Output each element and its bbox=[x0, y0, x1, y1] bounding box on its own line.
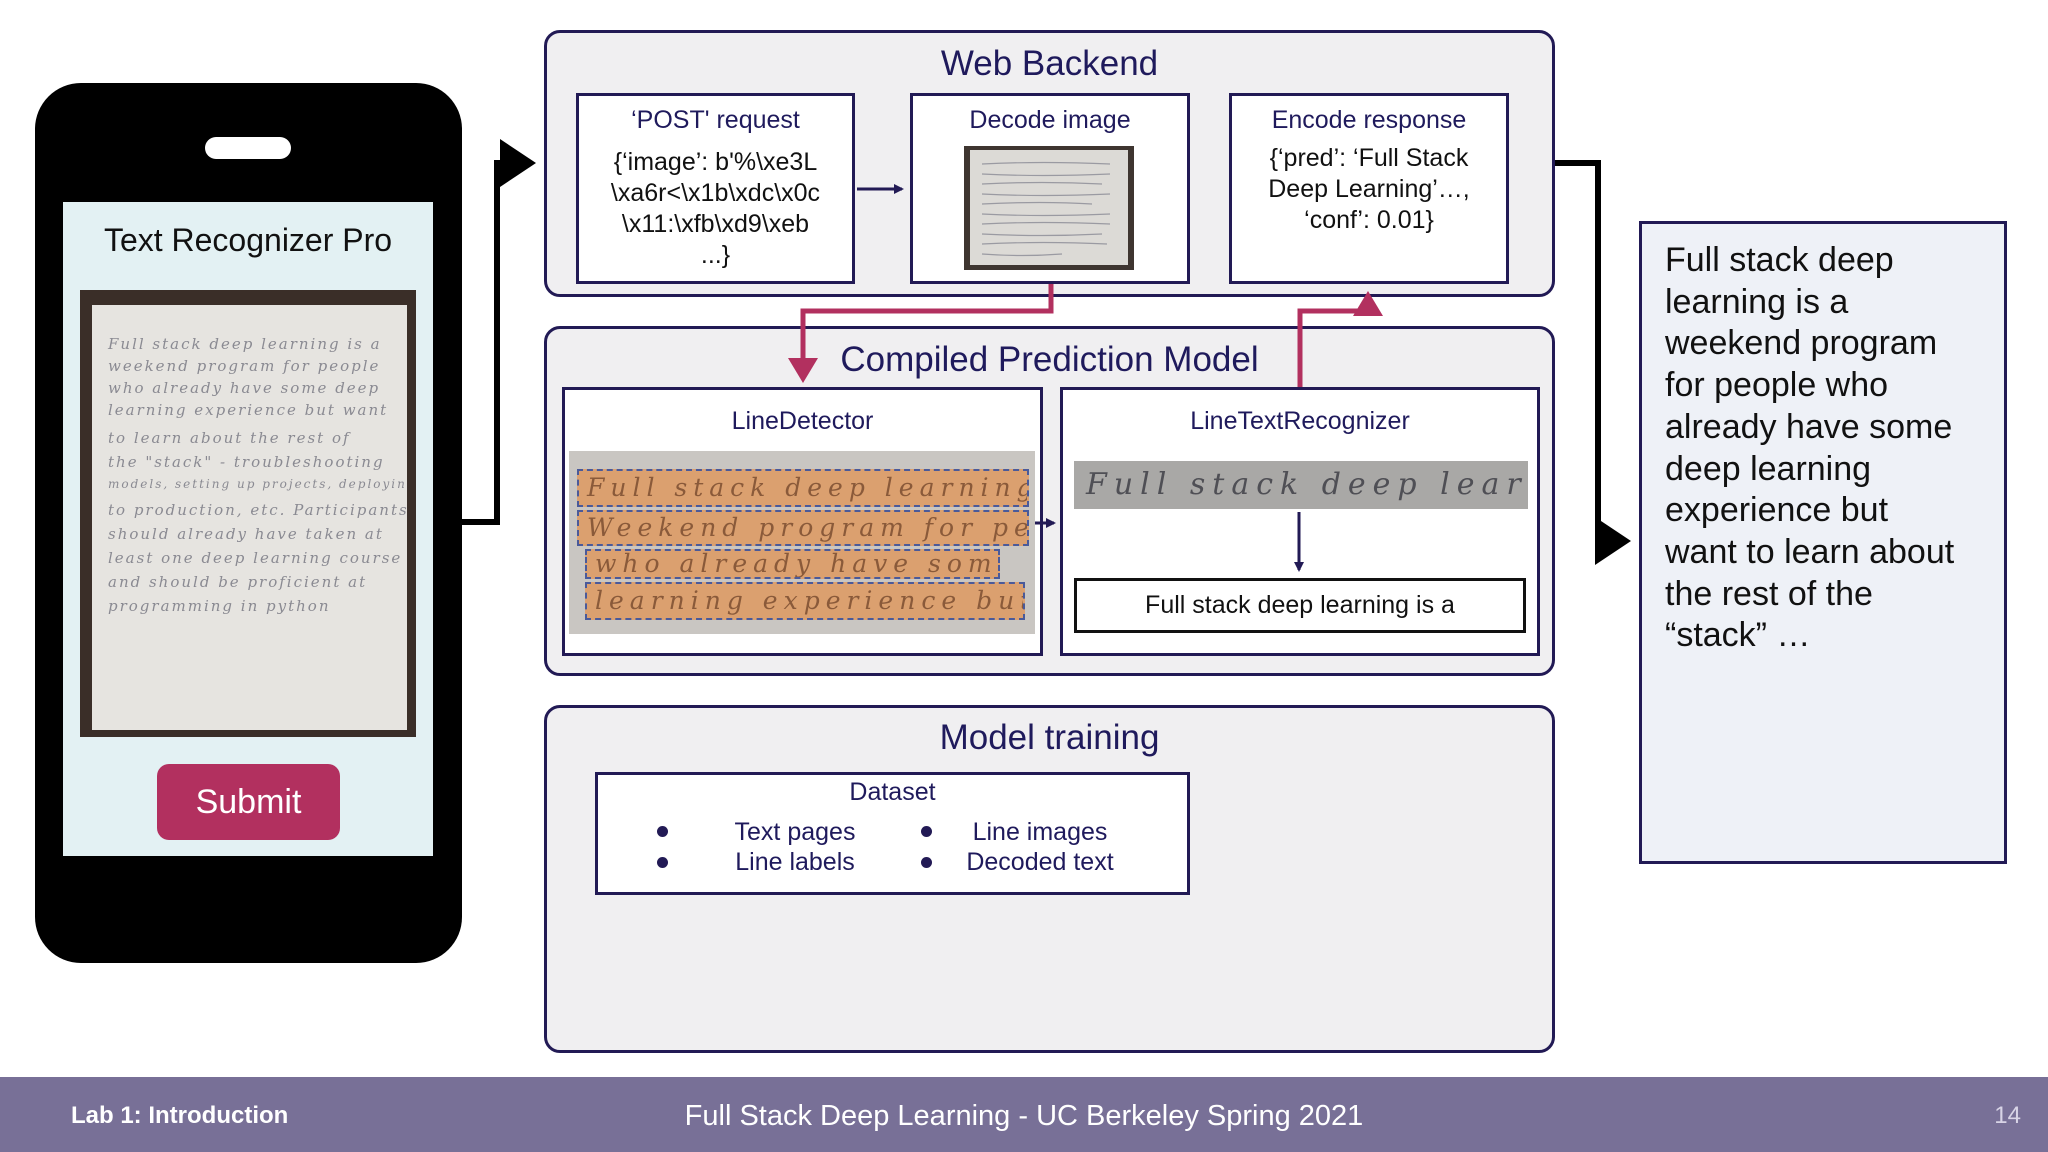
prediction-text-box: Full stack deep learning is a bbox=[1074, 578, 1526, 633]
handwriting-line: least one deep learning course bbox=[108, 549, 403, 567]
output-line: already have some bbox=[1665, 407, 1953, 446]
detected-line: learning experience but want bbox=[585, 582, 1025, 620]
output-line: experience but bbox=[1665, 491, 1889, 530]
decoded-image-page bbox=[970, 150, 1128, 265]
dataset-box bbox=[595, 772, 1190, 895]
output-line: deep learning bbox=[1665, 449, 1872, 488]
web-backend-title: Web Backend bbox=[940, 44, 1159, 83]
output-line: for people who bbox=[1665, 366, 1889, 405]
footer-page-number: 14 bbox=[1994, 1102, 2021, 1129]
handwriting-line: learning experience but want bbox=[108, 401, 389, 419]
phone-speaker bbox=[205, 137, 291, 159]
handwriting-page: Full stack deep learning is a weekend pr… bbox=[92, 305, 407, 730]
detected-line: Weekend program for people bbox=[577, 510, 1029, 546]
post-request-body: {‘image’: b'%\xe3L \xa6r<\x1b\xdc\x0c \x… bbox=[576, 147, 855, 271]
line-crop-image: Full stack deep learning is a bbox=[1074, 461, 1528, 509]
post-line: {‘image’: b'%\xe3L bbox=[613, 148, 818, 176]
handwriting-line: to learn about the rest of bbox=[108, 429, 351, 447]
handwriting-line: programming in python bbox=[108, 597, 331, 615]
output-text-box bbox=[1639, 221, 2007, 864]
model-training-title: Model training bbox=[939, 718, 1160, 757]
handwriting-line: and should be proficient at bbox=[108, 573, 368, 591]
bullet-icon bbox=[657, 857, 668, 868]
encode-response-box bbox=[1229, 93, 1509, 284]
output-line: learning is a bbox=[1665, 282, 1849, 321]
app-title: Text Recognizer Pro bbox=[103, 222, 393, 258]
recognizer-to-encode-arrow bbox=[1297, 291, 1383, 387]
output-line: Full stack deep bbox=[1665, 241, 1894, 279]
dataset-item: Text pages bbox=[734, 818, 856, 846]
encode-line: ‘conf’: 0.01} bbox=[1304, 206, 1434, 234]
backend-to-output-arrow bbox=[1555, 160, 1631, 565]
phone-to-backend-arrow bbox=[462, 139, 536, 525]
output-line: want to learn about bbox=[1665, 532, 1955, 571]
bullet-icon bbox=[921, 857, 932, 868]
handwriting-line: to production, etc. Participants bbox=[108, 501, 407, 519]
handwriting-line: weekend program for people bbox=[108, 357, 381, 375]
scribble-lines bbox=[981, 161, 1111, 257]
handwriting-line: the "stack" - troubleshooting bbox=[108, 453, 385, 471]
footer-course-title: Full Stack Deep Learning - UC Berkeley S… bbox=[684, 1100, 1364, 1132]
dataset-item: Line labels bbox=[735, 848, 855, 876]
line-detector-title: LineDetector bbox=[731, 407, 874, 435]
encode-response-title: Encode response bbox=[1271, 106, 1467, 134]
footer-lab-label: Lab 1: Introduction bbox=[71, 1102, 289, 1129]
output-line: weekend program bbox=[1665, 324, 1938, 363]
output-text: Full stack deep learning is a weekend pr… bbox=[1665, 240, 1995, 657]
prediction-model-title: Compiled Prediction Model bbox=[840, 340, 1259, 379]
dataset-title: Dataset bbox=[849, 778, 936, 806]
decode-to-linedetector-arrow bbox=[788, 284, 1054, 383]
handwriting-line: models, setting up projects, deploying bbox=[108, 477, 407, 491]
handwriting-line: should already have taken at bbox=[108, 525, 384, 543]
dataset-item: Line images bbox=[972, 818, 1108, 846]
detected-line: Full stack deep learning is a bbox=[577, 469, 1029, 507]
decode-image-title: Decode image bbox=[969, 106, 1131, 134]
footer-bar bbox=[0, 1077, 2048, 1152]
output-line: “stack” … bbox=[1665, 616, 1811, 655]
detected-line: who already have some deep bbox=[585, 549, 1000, 579]
bullet-icon bbox=[657, 826, 668, 837]
post-request-box bbox=[576, 93, 855, 284]
encode-line: Deep Learning’…, bbox=[1268, 175, 1470, 203]
submit-button[interactable]: Submit bbox=[157, 764, 340, 840]
output-line: the rest of the bbox=[1665, 574, 1873, 613]
dataset-item: Decoded text bbox=[966, 848, 1114, 876]
post-line: ...} bbox=[700, 241, 731, 269]
encode-line: {‘pred’: ‘Full Stack bbox=[1269, 144, 1469, 172]
post-line: \x11:\xfb\xd9\xeb bbox=[621, 210, 810, 238]
handwriting-line: Full stack deep learning is a bbox=[108, 335, 382, 353]
encode-response-body: {‘pred’: ‘Full Stack Deep Learning’…, ‘c… bbox=[1229, 143, 1509, 236]
post-request-title: ‘POST' request bbox=[631, 106, 800, 134]
post-line: \xa6r<\x1b\xdc\x0c bbox=[610, 179, 821, 207]
line-text-recognizer-title: LineTextRecognizer bbox=[1190, 407, 1410, 435]
handwriting-line: who already have some deep bbox=[108, 379, 381, 397]
bullet-icon bbox=[921, 826, 932, 837]
